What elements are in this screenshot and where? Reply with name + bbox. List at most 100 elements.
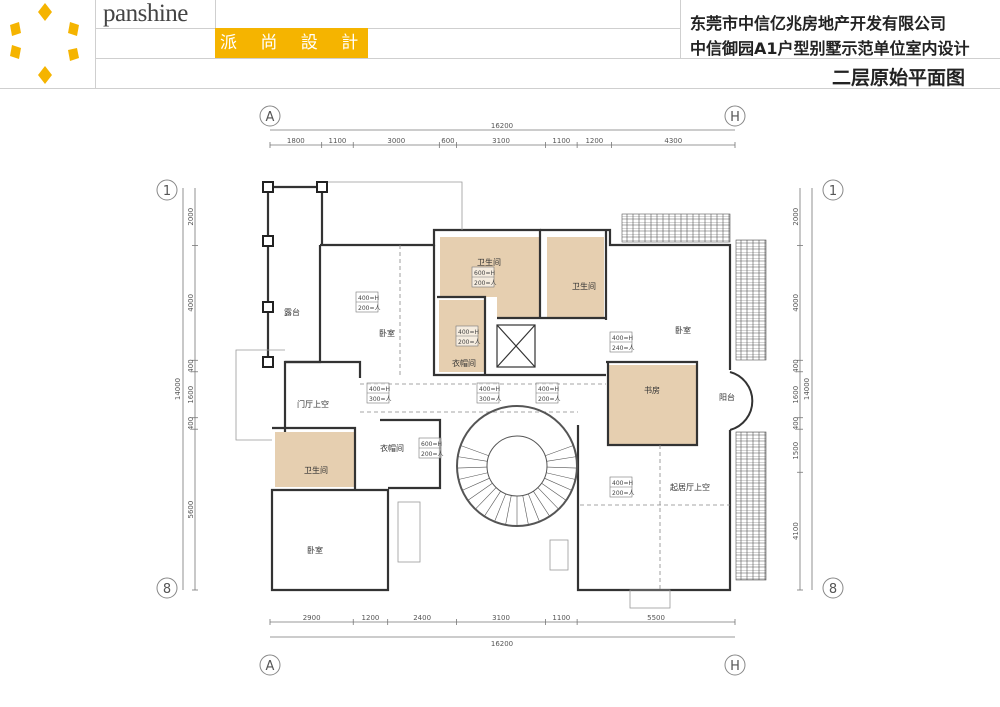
dim-segment: 1100 <box>552 137 570 145</box>
dim-segment: 3000 <box>387 137 405 145</box>
elevator <box>496 324 536 368</box>
spiral-stair <box>456 405 578 527</box>
height-tag: 400=H 300=人 <box>476 382 501 404</box>
tag-height: 400=H <box>612 335 633 342</box>
dim-segment: 1500 <box>792 442 800 460</box>
column-box <box>549 539 569 571</box>
dim-segment: 4000 <box>792 294 800 312</box>
dim-segment: 1200 <box>585 137 603 145</box>
room-label: 卫生间 <box>477 257 501 267</box>
room-label: 卧室 <box>307 545 323 555</box>
room-label: 卧室 <box>379 328 395 338</box>
tag-height: 600=H <box>421 441 442 448</box>
tag-persons: 200=人 <box>612 490 634 497</box>
tag-persons: 200=人 <box>474 280 496 287</box>
tag-height: 400=H <box>358 295 379 302</box>
axis-label: H <box>730 110 740 125</box>
window-bay <box>397 501 421 563</box>
dimension-lines <box>182 129 813 638</box>
bay-window <box>629 589 671 609</box>
dim-segment: 4300 <box>664 137 682 145</box>
room-label: 卧室 <box>675 325 691 335</box>
dim-segment: 400 <box>187 359 195 372</box>
axis-bubble-8-left <box>156 577 178 599</box>
tag-persons: 300=人 <box>479 396 501 403</box>
height-tag: 400=H 200=人 <box>535 382 560 404</box>
tag-persons: 200=人 <box>358 305 380 312</box>
tag-persons: 240=人 <box>612 345 634 352</box>
height-tag: 400=H 240=人 <box>609 331 634 353</box>
axis-bubble-h-top <box>724 105 746 127</box>
dim-segment: 400 <box>187 417 195 430</box>
dim-segment: 3100 <box>492 137 510 145</box>
dim-segment: 1600 <box>792 386 800 404</box>
dim-segment: 5600 <box>187 501 195 519</box>
divider <box>0 88 1000 89</box>
height-tag: 400=H 300=人 <box>366 382 391 404</box>
brand-name: panshine <box>103 0 188 27</box>
room-label: 书房 <box>644 385 660 395</box>
axis-label: 1 <box>163 184 171 199</box>
tag-persons: 200=人 <box>458 339 480 346</box>
drawing-title: 二层原始平面图 <box>832 67 966 89</box>
tag-height: 400=H <box>369 386 390 393</box>
balcony-arc <box>729 371 754 431</box>
tag-height: 400=H <box>479 386 500 393</box>
divider <box>215 0 216 28</box>
dim-segment: 1800 <box>287 137 305 145</box>
tag-persons: 300=人 <box>369 396 391 403</box>
divider <box>95 0 96 88</box>
room-label: 门厅上空 <box>297 399 329 409</box>
company-name: 东莞市中信亿兆房地产开发有限公司 <box>690 14 947 33</box>
dim-segment: 3100 <box>492 614 510 622</box>
axis-label: 8 <box>829 582 837 597</box>
height-tag: 400=H 200=人 <box>355 291 380 313</box>
brand-cn-label: 派 尚 設 計 <box>215 28 368 58</box>
tag-height: 600=H <box>474 270 495 277</box>
dim-total-top: 16200 <box>491 122 513 130</box>
axis-label: H <box>730 659 740 674</box>
project-name: 中信御园A1户型别墅示范单位室内设计 <box>690 39 970 58</box>
dim-segment: 2900 <box>303 614 321 622</box>
entry-canopy-outline <box>235 349 285 441</box>
brand-logo <box>10 3 79 84</box>
room-label: 露台 <box>284 307 300 317</box>
axis-bubble-a-bottom <box>259 654 281 676</box>
dim-segment: 1100 <box>329 137 347 145</box>
axis-label: A <box>266 110 275 125</box>
tag-height: 400=H <box>612 480 633 487</box>
axis-bubble-8-right <box>822 577 844 599</box>
dim-total-bottom: 16200 <box>491 640 513 648</box>
dim-segment: 1100 <box>552 614 570 622</box>
walls <box>266 185 732 592</box>
axis-label: 8 <box>163 582 171 597</box>
room-label: 衣帽间 <box>380 443 404 453</box>
room-label: 卫生间 <box>304 465 328 475</box>
dim-total-right: 14000 <box>803 378 811 400</box>
axis-label: A <box>266 659 275 674</box>
axis-label: 1 <box>829 184 837 199</box>
room-label: 卫生间 <box>572 281 596 291</box>
dim-segment: 400 <box>792 359 800 372</box>
columns <box>262 181 328 368</box>
tag-height: 400=H <box>538 386 559 393</box>
room-label: 起居厅上空 <box>670 482 710 492</box>
dim-segment: 2000 <box>187 208 195 226</box>
divider <box>95 28 680 29</box>
dim-segment: 4000 <box>187 294 195 312</box>
roof-tiles <box>621 213 767 581</box>
height-tag: 400=H 200=人 <box>609 476 634 498</box>
terrace-outline <box>322 181 463 230</box>
dim-segment: 1600 <box>187 386 195 404</box>
tag-height: 400=H <box>458 329 479 336</box>
axis-bubble-1-right <box>822 179 844 201</box>
tag-persons: 200=人 <box>538 396 560 403</box>
dim-segment: 2000 <box>792 208 800 226</box>
room-label: 阳台 <box>719 392 735 402</box>
axis-bubble-1-left <box>156 179 178 201</box>
divider <box>95 58 1000 59</box>
dim-segment: 1200 <box>362 614 380 622</box>
dim-segment: 400 <box>792 417 800 430</box>
dim-segment: 5500 <box>647 614 665 622</box>
